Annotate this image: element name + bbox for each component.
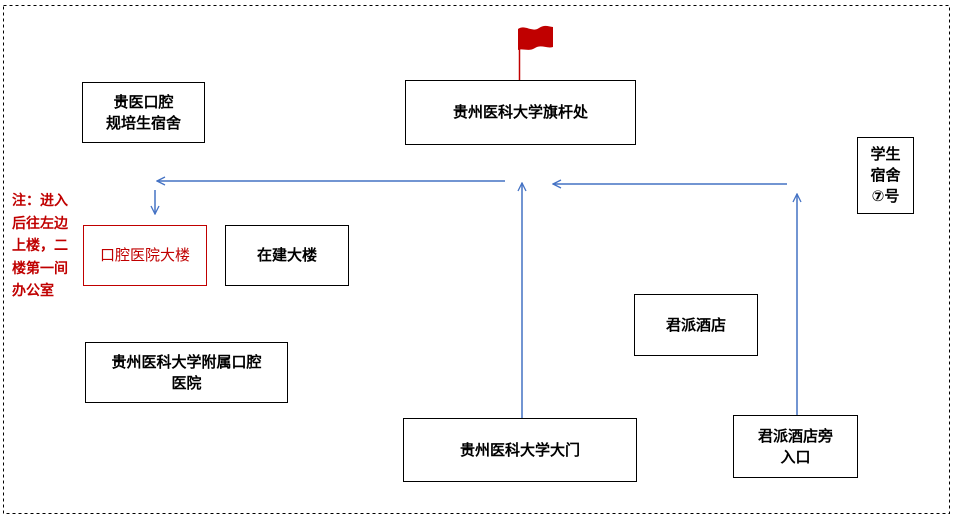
flag-icon — [518, 25, 553, 80]
node-label: 贵州医科大学大门 — [459, 440, 580, 459]
node-flagpole: 贵州医科大学旗杆处 — [405, 80, 636, 145]
node-label: 在建大楼 — [256, 246, 317, 264]
node-affiliated-hospital: 贵州医科大学附属口腔 医院 — [85, 342, 288, 403]
note-line: 注：进入 — [12, 193, 68, 209]
node-label-line: ⑦号 — [871, 187, 900, 205]
node-label-line: 宿舍 — [870, 166, 901, 184]
flag-banner — [518, 25, 553, 50]
node-student-dorm: 学生 宿舍 ⑦号 — [857, 137, 914, 214]
outer-dashed-border — [3, 5, 950, 514]
node-label-line: 学生 — [870, 145, 901, 163]
node-label: 口腔医院大楼 — [99, 246, 190, 264]
node-dental-dorm: 贵医口腔 规培生宿舍 — [82, 82, 205, 143]
node-label-line: 医院 — [171, 373, 202, 392]
node-hotel-entrance: 君派酒店旁 入口 — [733, 415, 858, 478]
note-line: 楼第一间 — [12, 260, 68, 277]
node-label-line: 贵州医科大学附属口腔 — [111, 352, 262, 371]
node-label: 贵州医科大学旗杆处 — [452, 103, 588, 121]
node-label-line: 君派酒店旁 — [757, 426, 833, 445]
directions-note: 注：进入 后往左边 上楼，二 楼第一间 办公室 — [12, 190, 68, 303]
node-construction-building: 在建大楼 — [225, 225, 349, 286]
node-label-line: 入口 — [780, 447, 811, 466]
note-line: 上楼，二 — [12, 238, 68, 254]
node-label-line: 规培生宿舍 — [105, 113, 181, 132]
node-dental-hospital-building: 口腔医院大楼 — [83, 225, 207, 286]
node-main-gate: 贵州医科大学大门 — [403, 418, 637, 482]
node-label-line: 贵医口腔 — [113, 92, 174, 111]
node-label: 君派酒店 — [665, 315, 726, 334]
node-junpai-hotel: 君派酒店 — [634, 294, 758, 356]
note-line: 办公室 — [12, 283, 54, 299]
note-line: 后往左边 — [12, 215, 68, 232]
